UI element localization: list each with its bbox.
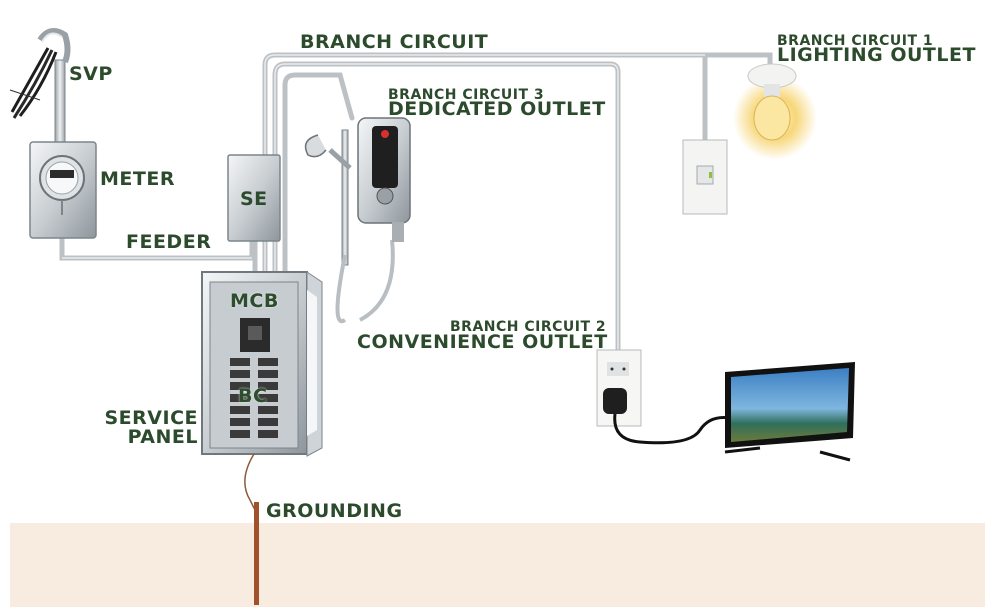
light-switch-icon <box>682 139 728 215</box>
service-panel-icon <box>201 271 323 457</box>
svp-mast-icon <box>9 28 71 143</box>
se-label: SE <box>240 188 268 210</box>
ground-rod-icon <box>254 502 259 605</box>
water-heater-icon <box>357 117 411 242</box>
television-icon <box>724 362 855 462</box>
shower-head-icon <box>304 129 395 324</box>
grounding-wire <box>244 453 257 513</box>
service-panel-label-line2: PANEL <box>127 426 198 448</box>
branch-circuit-1-title: BRANCH CIRCUIT 1 <box>777 33 934 49</box>
meter-icon <box>29 141 97 239</box>
bc-label: BC <box>238 385 268 407</box>
branch-circuit-label: BRANCH CIRCUIT <box>300 31 489 53</box>
branch-circuit-3-title: BRANCH CIRCUIT 3 <box>388 87 545 103</box>
light-bulb-icon <box>733 63 817 160</box>
convenience-outlet-label: CONVENIENCE OUTLET <box>357 331 608 353</box>
feeder-label: FEEDER <box>126 231 212 253</box>
ground-band <box>10 523 985 607</box>
service-entrance-box-icon <box>227 154 281 242</box>
service-panel-label-line1: SERVICE <box>104 407 198 429</box>
dedicated-outlet-label: DEDICATED OUTLET <box>388 98 606 120</box>
branch-circuit-2-title: BRANCH CIRCUIT 2 <box>450 319 607 335</box>
lighting-outlet-label: LIGHTING OUTLET <box>777 44 976 66</box>
svp-label: SVP <box>69 63 113 85</box>
plug-icon <box>603 388 731 445</box>
grounding-label: GROUNDING <box>266 500 403 522</box>
meter-label: METER <box>100 168 175 190</box>
mcb-label: MCB <box>230 290 279 312</box>
